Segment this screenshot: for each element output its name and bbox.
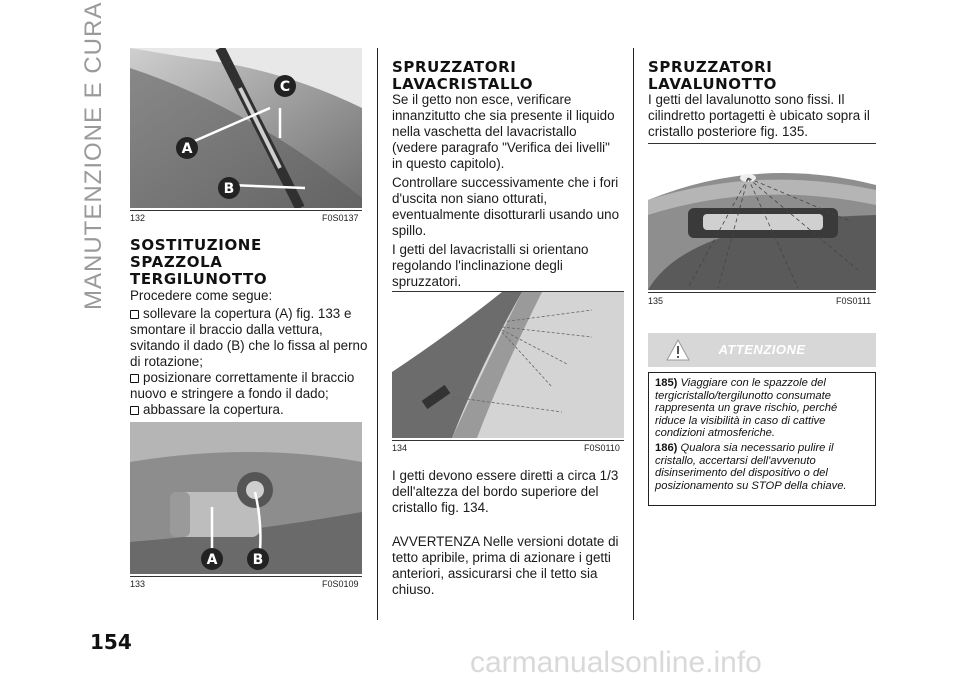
- page-number: 154: [90, 630, 132, 654]
- col1-bullet-1: sollevare la copertura (A) fig. 133 e sm…: [130, 306, 368, 369]
- col3-paragraph: I getti del lavalunotto sono fissi. Il c…: [648, 92, 870, 139]
- col1-body: Procedere come segue: sollevare la coper…: [130, 288, 370, 418]
- figure-133-image: A B: [130, 422, 362, 574]
- chapter-side-title: MANUTENZIONE E CURA: [80, 1, 107, 310]
- figure-135-code: F0S0111: [836, 296, 872, 306]
- figure-133-callout-a: A: [207, 552, 218, 568]
- figure-rule: [392, 291, 624, 292]
- col2-after-figure: I getti devono essere diretti a circa 1/…: [392, 468, 624, 601]
- col2-jet-direction: I getti devono essere diretti a circa 1/…: [392, 468, 619, 515]
- warning-box: 185) Viaggiare con le spazzole del tergi…: [648, 372, 876, 506]
- figure-132-callout-b: B: [224, 181, 235, 197]
- figure-134-image: [392, 292, 624, 438]
- figure-132-callout-c: C: [280, 79, 290, 95]
- section-heading-sostituzione-spazzola: SOSTITUZIONE SPAZZOLA TERGILUNOTTO: [130, 236, 268, 288]
- checkbox-bullet-icon: [130, 374, 139, 383]
- col1-bullet-3: abbassare la copertura.: [143, 402, 284, 417]
- col2-paragraph-2: Controllare successivamente che i fori d…: [392, 175, 620, 238]
- col2-note: AVVERTENZA Nelle versioni dotate di tett…: [392, 534, 619, 597]
- figure-134-number: 134: [392, 443, 408, 453]
- figure-132-code: F0S0137: [322, 213, 359, 223]
- figure-133-code: F0S0109: [322, 579, 359, 589]
- figure-132-callout-a: A: [182, 141, 193, 157]
- site-watermark: carmanualsonline.info: [470, 646, 762, 679]
- figure-rule: [130, 210, 362, 211]
- figure-rule: [130, 576, 362, 577]
- figure-134-code: F0S0110: [584, 443, 620, 453]
- checkbox-bullet-icon: [130, 310, 139, 319]
- col2-paragraph-3: I getti del lavacristalli si orientano r…: [392, 242, 589, 289]
- figure-132-image: C A B: [130, 48, 362, 208]
- figure-rule: [648, 292, 876, 293]
- col2-body: Se il getto non esce, verificare innanzi…: [392, 92, 624, 293]
- warning-item: 186) Qualora sia necessario pulire il cr…: [655, 441, 847, 492]
- checkbox-bullet-icon: [130, 406, 139, 415]
- figure-133-callout-b: B: [253, 552, 264, 568]
- figure-132-number: 132: [130, 213, 146, 223]
- warning-banner: ATTENZIONE: [648, 333, 876, 367]
- section-heading-spruzzatori-lavacristallo: SPRUZZATORI LAVACRISTALLO: [392, 58, 534, 93]
- figure-rule: [648, 143, 876, 144]
- figure-133-number: 133: [130, 579, 146, 589]
- col1-bullet-2: posizionare correttamente il braccio nuo…: [130, 370, 355, 401]
- col2-paragraph-1: Se il getto non esce, verificare innanzi…: [392, 92, 615, 171]
- figure-135-image: [648, 160, 876, 290]
- col1-intro: Procedere come segue:: [130, 288, 273, 303]
- warning-item: 185) Viaggiare con le spazzole del tergi…: [655, 377, 838, 440]
- column-divider: [633, 48, 634, 620]
- warning-triangle-icon: [666, 339, 690, 361]
- column-divider: [377, 48, 378, 620]
- figure-rule: [392, 440, 624, 441]
- section-heading-spruzzatori-lavalunotto: SPRUZZATORI LAVALUNOTTO: [648, 58, 778, 93]
- warning-title: ATTENZIONE: [718, 342, 806, 357]
- figure-135-number: 135: [648, 296, 664, 306]
- col3-body: I getti del lavalunotto sono fissi. Il c…: [648, 92, 878, 143]
